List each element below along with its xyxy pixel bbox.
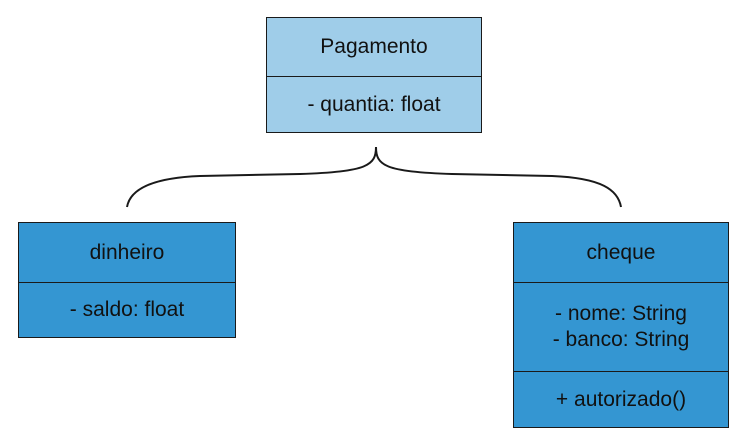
method-autorizado: + autorizado() [555,387,687,411]
class-cheque: cheque - nome: String - banco: String + … [513,222,729,428]
class-dinheiro-name: dinheiro [19,223,235,282]
class-pagamento: Pagamento - quantia: float [266,17,482,133]
brace-left-arm [126,146,377,208]
brace-right-arm [375,146,622,208]
attribute-saldo: - saldo: float [69,298,185,321]
class-cheque-name: cheque [514,223,728,282]
class-pagamento-title: Pagamento [320,35,428,58]
class-dinheiro-title: dinheiro [89,240,165,264]
attribute-quantia: - quantia: float [307,92,441,116]
class-cheque-methods: + autorizado() [514,371,728,427]
attribute-banco: - banco: String [552,328,690,351]
class-dinheiro: dinheiro - saldo: float [18,222,236,338]
class-pagamento-name: Pagamento [267,18,481,76]
attribute-nome: - nome: String [555,302,687,325]
class-pagamento-attributes: - quantia: float [267,76,481,132]
class-dinheiro-attributes: - saldo: float [19,282,235,337]
class-cheque-title: cheque [586,240,656,264]
class-cheque-attributes: - nome: String - banco: String [514,282,728,371]
